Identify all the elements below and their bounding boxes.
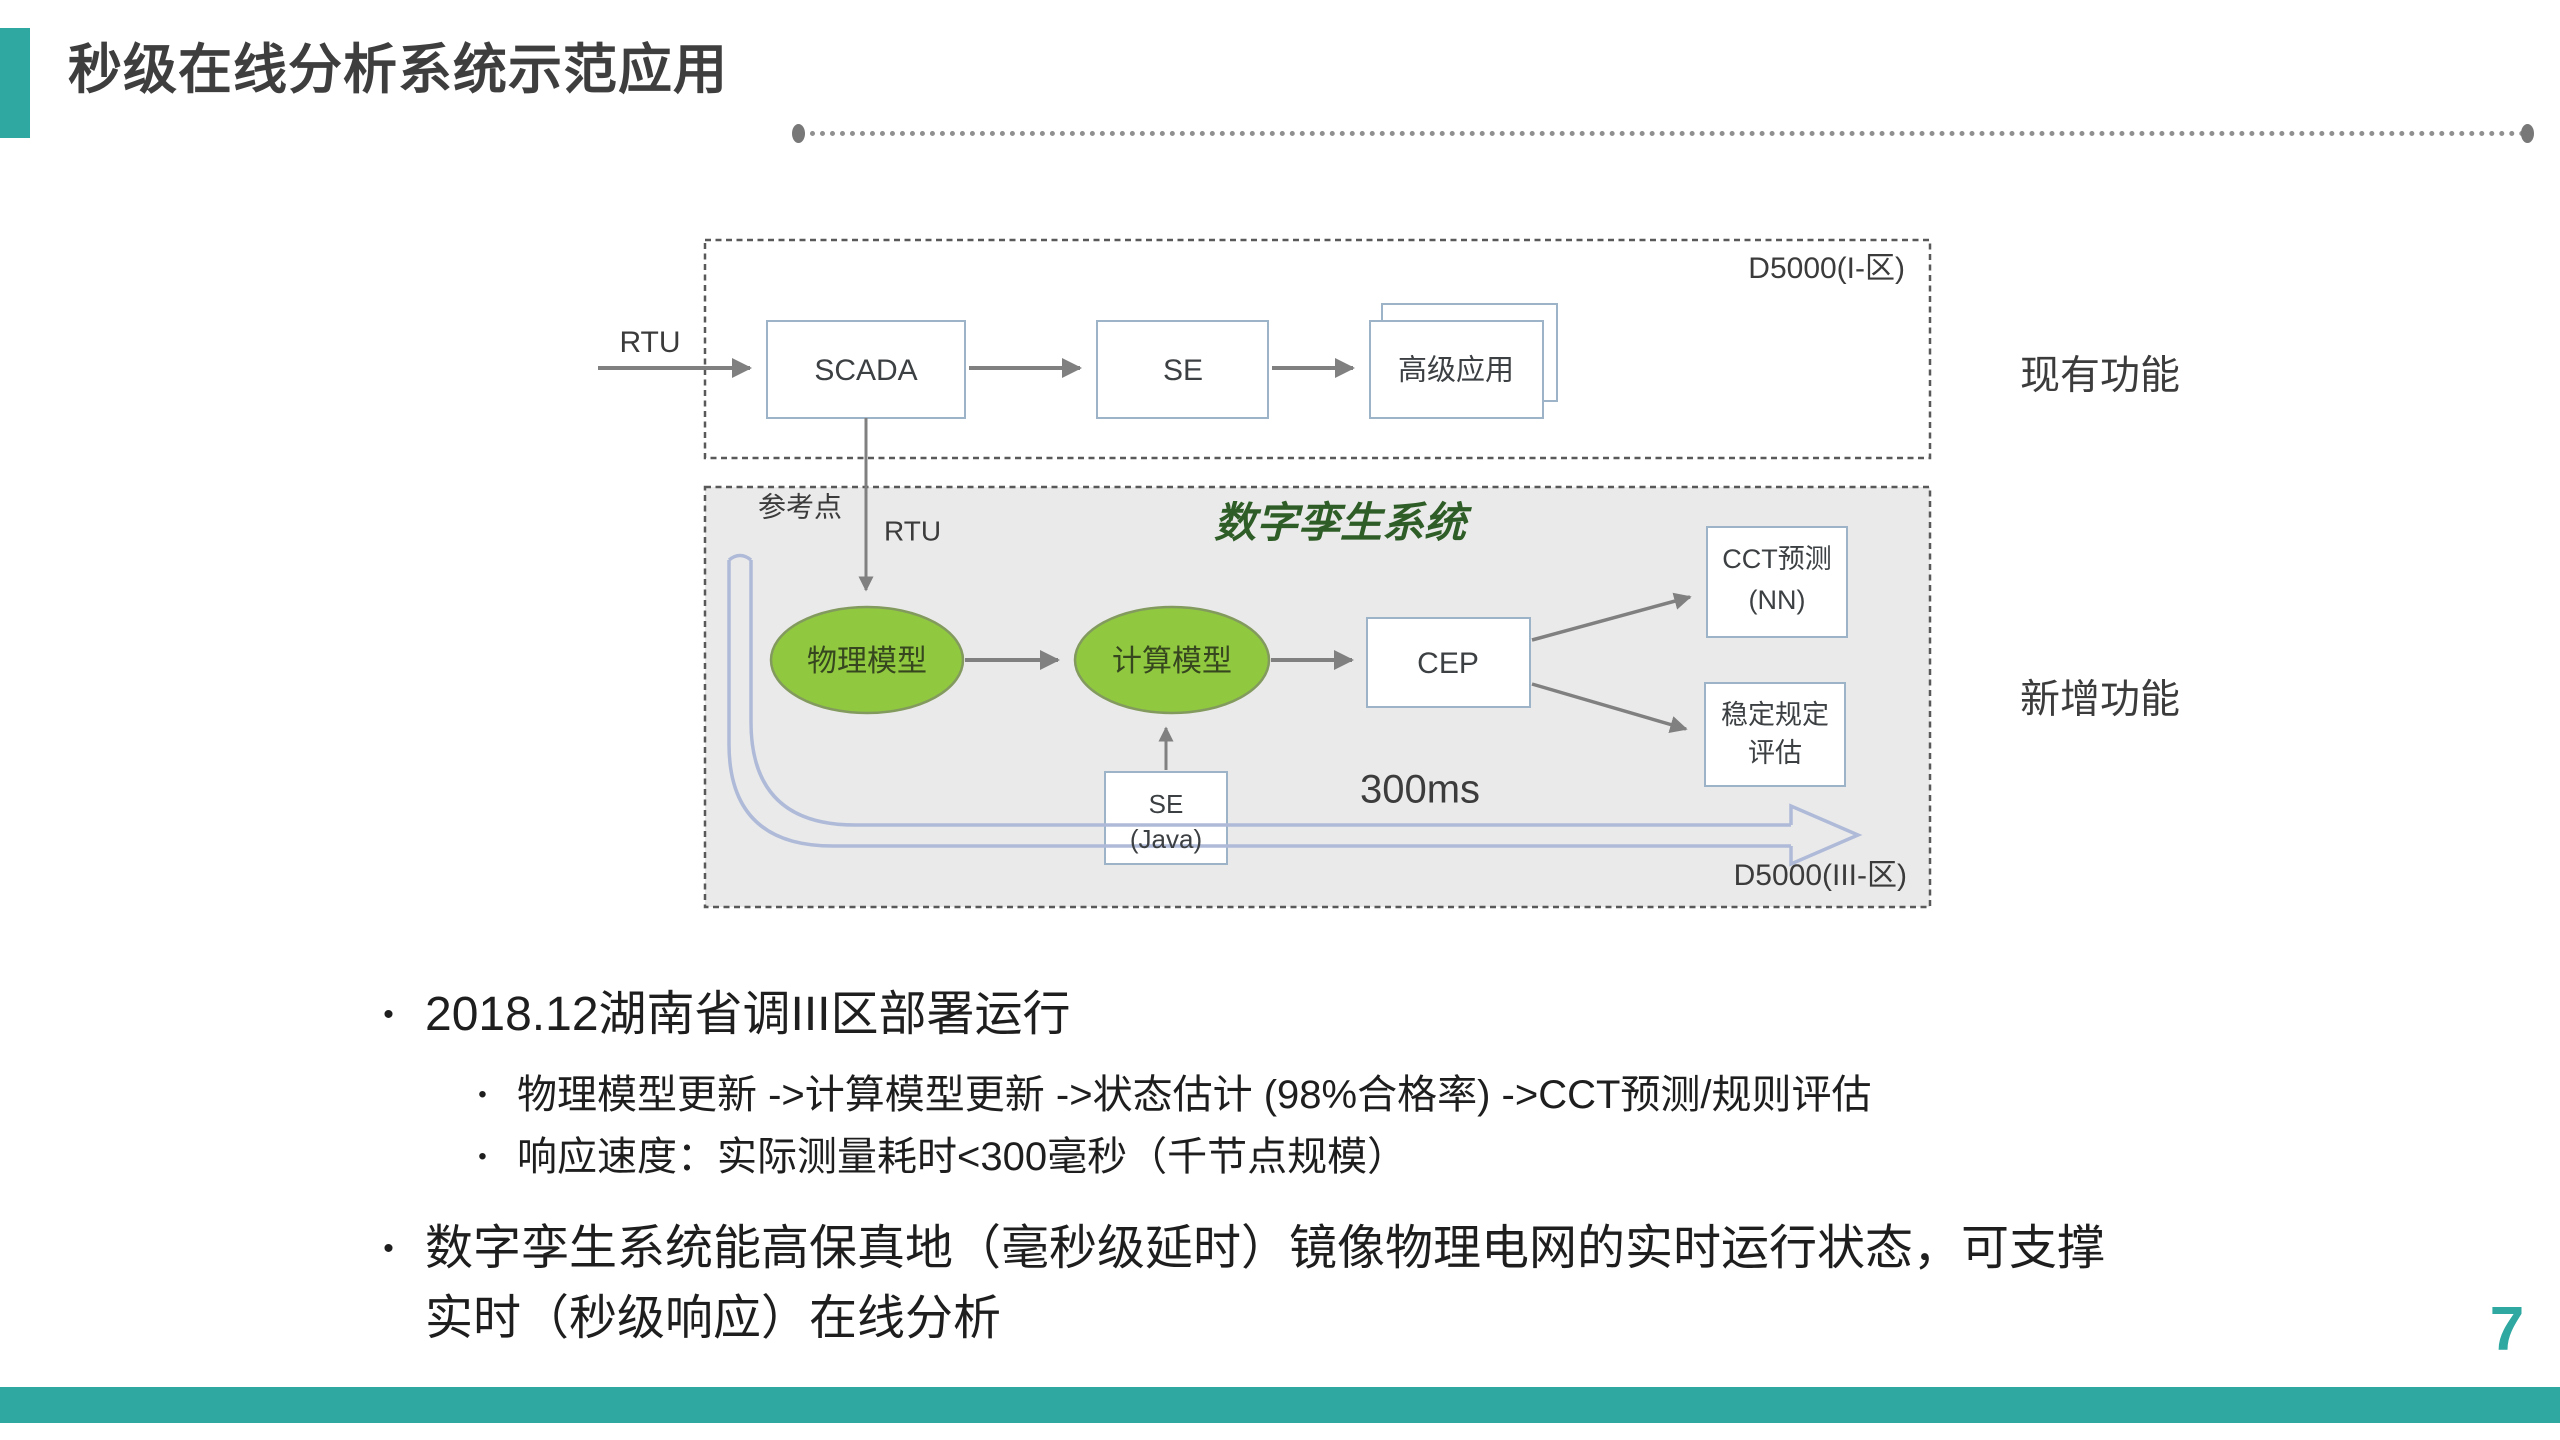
bullet-text: 2018.12湖南省调III区部署运行 (425, 988, 1071, 1041)
compute-model-node (1073, 605, 1271, 715)
se-java-label-line1: SE (1149, 789, 1184, 819)
bullet-marker: • (478, 1143, 487, 1170)
cct-prediction-node (1706, 526, 1848, 638)
se-label: SE (1163, 354, 1203, 387)
bullet-marker: • (478, 1081, 487, 1108)
scada-node (766, 320, 966, 419)
stability-label-line1: 稳定规定 (1721, 700, 1829, 730)
loop-flow-arrow (727, 553, 1863, 867)
physical-model-label: 物理模型 (807, 645, 927, 678)
advanced-app-node (1369, 320, 1544, 419)
reference-point-label: 参考点 (758, 491, 842, 522)
bullet-marker: • (383, 998, 394, 1031)
architecture-diagram: D5000(I-区) RTU SCADA SE 高级应用 现有功能 参考点 RT… (598, 238, 2180, 909)
se-java-node (1104, 771, 1228, 865)
twin-rtu-label: RTU (884, 515, 941, 546)
bullet-item: • 响应速度：实际测量耗时<300毫秒（千节点规模） (448, 1130, 1407, 1184)
twin-side-label: 新增功能 (2020, 678, 2180, 722)
cep-label: CEP (1417, 647, 1479, 680)
cct-label-line2: (NN) (1749, 585, 1806, 615)
twin-zone-label: D5000(III-区) (1734, 859, 1907, 892)
bullet-item: • 2018.12湖南省调III区部署运行 (352, 980, 1071, 1050)
advanced-app-label: 高级应用 (1398, 354, 1514, 387)
title-accent-bar (0, 28, 30, 138)
compute-model-label: 计算模型 (1112, 645, 1232, 678)
divider-left-dot (792, 124, 805, 143)
stability-assessment-node (1704, 682, 1846, 787)
twin-title: 数字孪生系统 (1214, 499, 1472, 546)
arrow-cep-to-cct (1531, 592, 1692, 642)
bullet-item: • 数字孪生系统能高保真地（毫秒级延时）镜像物理电网的实时运行状态，可支撑 实时… (352, 1214, 2105, 1354)
se-java-label-line2: (Java) (1130, 824, 1202, 854)
page-title: 秒级在线分析系统示范应用 (68, 40, 728, 100)
latency-label: 300ms (1360, 768, 1480, 812)
bullet-marker: • (383, 1232, 394, 1265)
bullet-text: 响应速度：实际测量耗时<300毫秒（千节点规模） (517, 1135, 1408, 1179)
existing-zone-label: D5000(I-区) (1748, 252, 1905, 285)
bullet-text: 物理模型更新 ->计算模型更新 ->状态估计 (98%合格率) ->CCT预测/… (517, 1073, 1872, 1117)
page-number: 7 (2489, 1295, 2525, 1364)
stability-label-line2: 评估 (1748, 738, 1802, 768)
divider-right-dot (2521, 124, 2534, 143)
dotted-divider (792, 124, 2534, 143)
bullet-item: • 物理模型更新 ->计算模型更新 ->状态估计 (98%合格率) ->CCT预… (448, 1068, 1872, 1122)
rtu-input-label: RTU (619, 326, 680, 359)
existing-side-label: 现有功能 (2020, 354, 2180, 398)
cep-node (1366, 617, 1531, 708)
se-node (1096, 320, 1269, 419)
arrow-cep-to-stability (1531, 682, 1688, 733)
cct-label-line1: CCT预测 (1722, 544, 1832, 574)
bullet-text: 数字孪生系统能高保真地（毫秒级延时）镜像物理电网的实时运行状态，可支撑 实时（秒… (425, 1222, 2106, 1345)
footer-bar (0, 1387, 2560, 1423)
physical-model-node (769, 605, 965, 715)
scada-label: SCADA (814, 354, 917, 387)
